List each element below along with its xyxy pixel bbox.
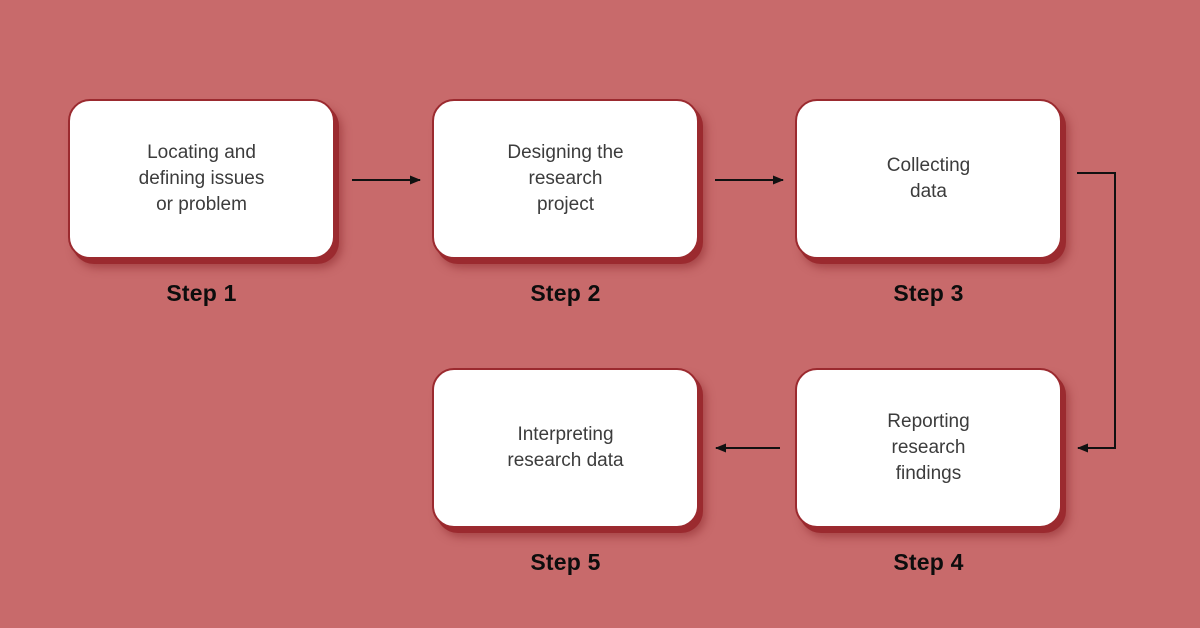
step5-card: Interpreting research data (432, 368, 699, 528)
flow-node-step5: Interpreting research data Step 5 (432, 368, 699, 575)
step2-card: Designing the research project (432, 99, 699, 259)
step2-card-label: Designing the research project (507, 142, 624, 215)
flow-node-step4: Reporting research findings Step 4 (795, 368, 1062, 575)
flow-node-step1: Locating and defining issues or problem … (68, 99, 335, 306)
step3-card: Collecting data (795, 99, 1062, 259)
step5-caption: Step 5 (530, 549, 601, 575)
step4-caption: Step 4 (893, 549, 964, 575)
step3-card-label: Collecting data (886, 155, 971, 202)
step1-caption: Step 1 (166, 280, 237, 306)
flow-node-step3: Collecting data Step 3 (795, 99, 1062, 306)
arrow-step3-step4-icon (1077, 172, 1116, 453)
step2-caption: Step 2 (530, 280, 601, 306)
step5-card-label: Interpreting research data (507, 424, 624, 471)
step1-card: Locating and defining issues or problem (68, 99, 335, 259)
step4-card: Reporting research findings (795, 368, 1062, 528)
step3-caption: Step 3 (893, 280, 964, 306)
flow-node-step2: Designing the research project Step 2 (432, 99, 699, 306)
step1-card-label: Locating and defining issues or problem (138, 142, 265, 215)
step4-card-label: Reporting research findings (887, 411, 970, 484)
